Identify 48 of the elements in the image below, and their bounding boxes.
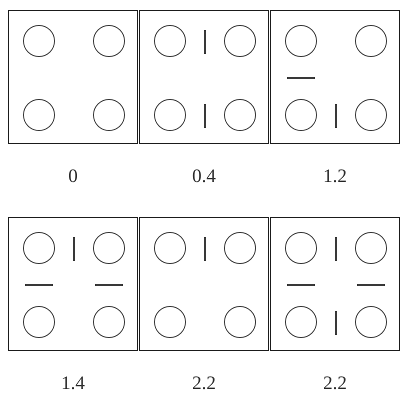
bar-mark	[204, 30, 206, 54]
dash-mark	[287, 284, 315, 286]
value-label: 0.4	[191, 166, 217, 188]
circle	[355, 306, 387, 338]
circle	[285, 99, 317, 131]
circle	[23, 25, 55, 57]
dash-mark	[25, 284, 53, 286]
dash-mark	[95, 284, 123, 286]
circle	[355, 25, 387, 57]
circle	[285, 306, 317, 338]
circle	[93, 306, 125, 338]
circle	[355, 232, 387, 264]
panel-frame	[139, 10, 269, 144]
value-label: 2.2	[322, 373, 348, 395]
dash-mark	[357, 284, 385, 286]
bar-mark	[204, 237, 206, 261]
panel-frame	[270, 10, 400, 144]
circle	[154, 232, 186, 264]
value-label: 1.2	[322, 166, 348, 188]
panel-frame	[270, 217, 400, 351]
circle	[224, 232, 256, 264]
circle	[93, 25, 125, 57]
circle	[23, 232, 55, 264]
circle	[93, 99, 125, 131]
bar-mark	[335, 311, 337, 335]
circle	[285, 232, 317, 264]
bar-mark	[335, 104, 337, 128]
value-label: 1.4	[60, 373, 86, 395]
bar-mark	[335, 237, 337, 261]
bar-mark	[204, 104, 206, 128]
value-label: 0	[67, 166, 79, 188]
panel-frame	[8, 217, 138, 351]
circle	[224, 99, 256, 131]
circle	[154, 25, 186, 57]
circle	[224, 306, 256, 338]
value-label: 2.2	[191, 373, 217, 395]
circle	[23, 306, 55, 338]
circle	[285, 25, 317, 57]
circle	[154, 99, 186, 131]
bar-mark	[73, 237, 75, 261]
panel-frame	[8, 10, 138, 144]
circle	[355, 99, 387, 131]
circle	[93, 232, 125, 264]
panel-frame	[139, 217, 269, 351]
dash-mark	[287, 77, 315, 79]
circle	[224, 25, 256, 57]
circle	[154, 306, 186, 338]
circle	[23, 99, 55, 131]
